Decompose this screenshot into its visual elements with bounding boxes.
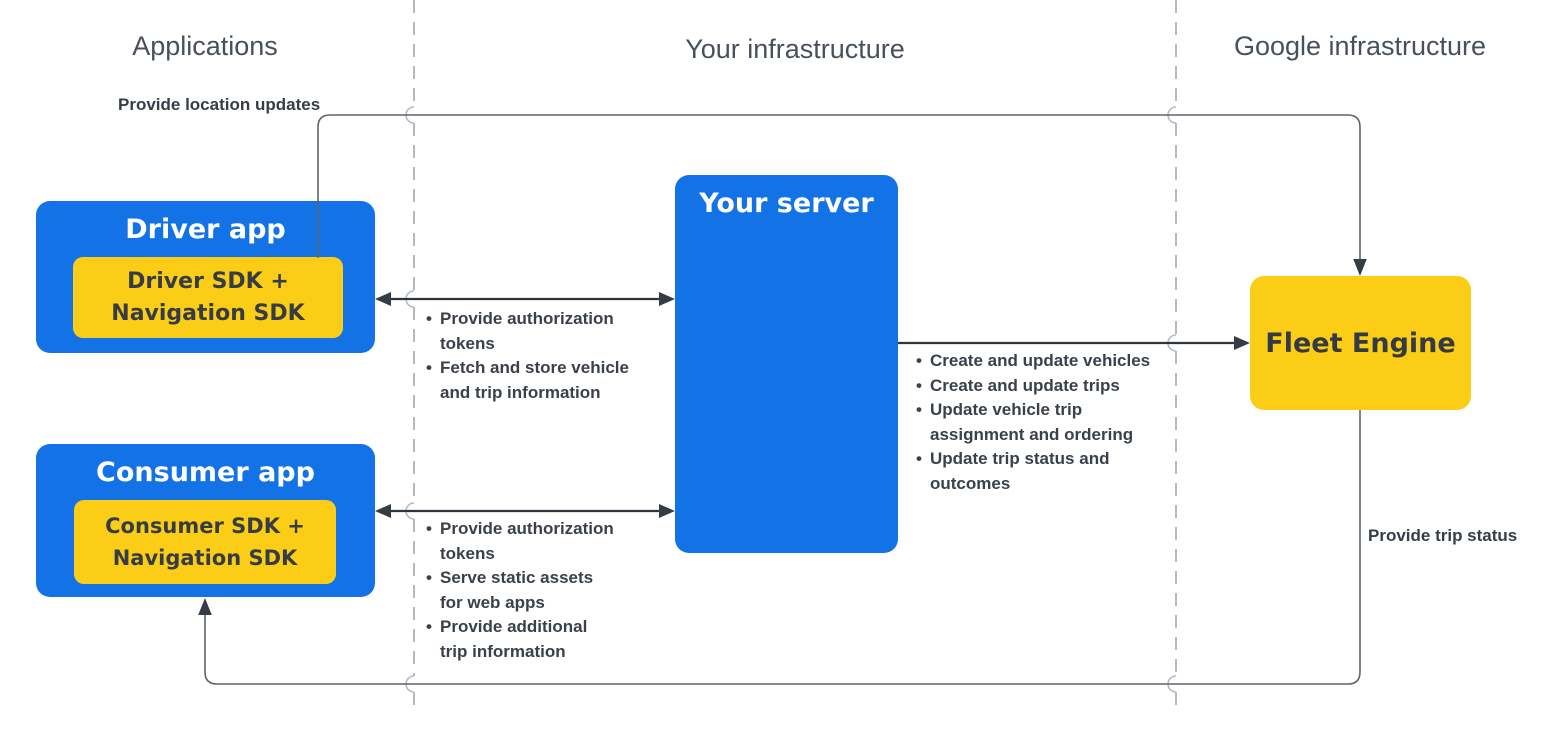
driver-app-title: Driver app: [125, 214, 286, 245]
arrow-consumer-server: [375, 504, 675, 518]
bullet-item: Fetch and store vehicle and trip informa…: [426, 356, 658, 405]
label-provide-trip-status: Provide trip status: [1368, 526, 1518, 545]
your-server-node: Your server: [675, 175, 898, 553]
bullet-item: Provide authorization tokens: [426, 307, 658, 356]
bullet-item: Provide additional trip information: [426, 615, 658, 664]
bullet-item: Update vehicle trip assignment and order…: [916, 398, 1184, 447]
driver-sdk-node: Driver SDK + Navigation SDK: [73, 257, 343, 338]
consumer-server-bullet-list: Provide authorization tokensServe static…: [426, 517, 658, 664]
bullet-item: Provide authorization tokens: [426, 517, 658, 566]
consumer-app-title: Consumer app: [96, 457, 315, 488]
arrow-server-fleet: [898, 336, 1250, 350]
fleet-engine-node: Fleet Engine: [1250, 276, 1471, 410]
driver-server-bullet-list: Provide authorization tokensFetch and st…: [426, 307, 658, 405]
label-provide-location-updates: Provide location updates: [118, 95, 321, 114]
column-header-applications: Applications: [132, 31, 278, 61]
bullet-item: Create and update trips: [916, 374, 1184, 399]
dashed-separator-left: [405, 0, 415, 714]
column-header-your-infrastructure: Your infrastructure: [685, 34, 905, 64]
column-header-google-infrastructure: Google infrastructure: [1233, 31, 1487, 61]
arrow-driver-server: [375, 292, 675, 306]
your-server-title: Your server: [699, 188, 874, 219]
bullet-item: Serve static assets for web apps: [426, 566, 658, 615]
consumer-sdk-node: Consumer SDK + Navigation SDK: [74, 500, 336, 584]
server-fleet-bullet-list: Create and update vehiclesCreate and upd…: [916, 349, 1184, 496]
bullet-item: Update trip status and outcomes: [916, 447, 1184, 496]
bullet-item: Create and update vehicles: [916, 349, 1184, 374]
